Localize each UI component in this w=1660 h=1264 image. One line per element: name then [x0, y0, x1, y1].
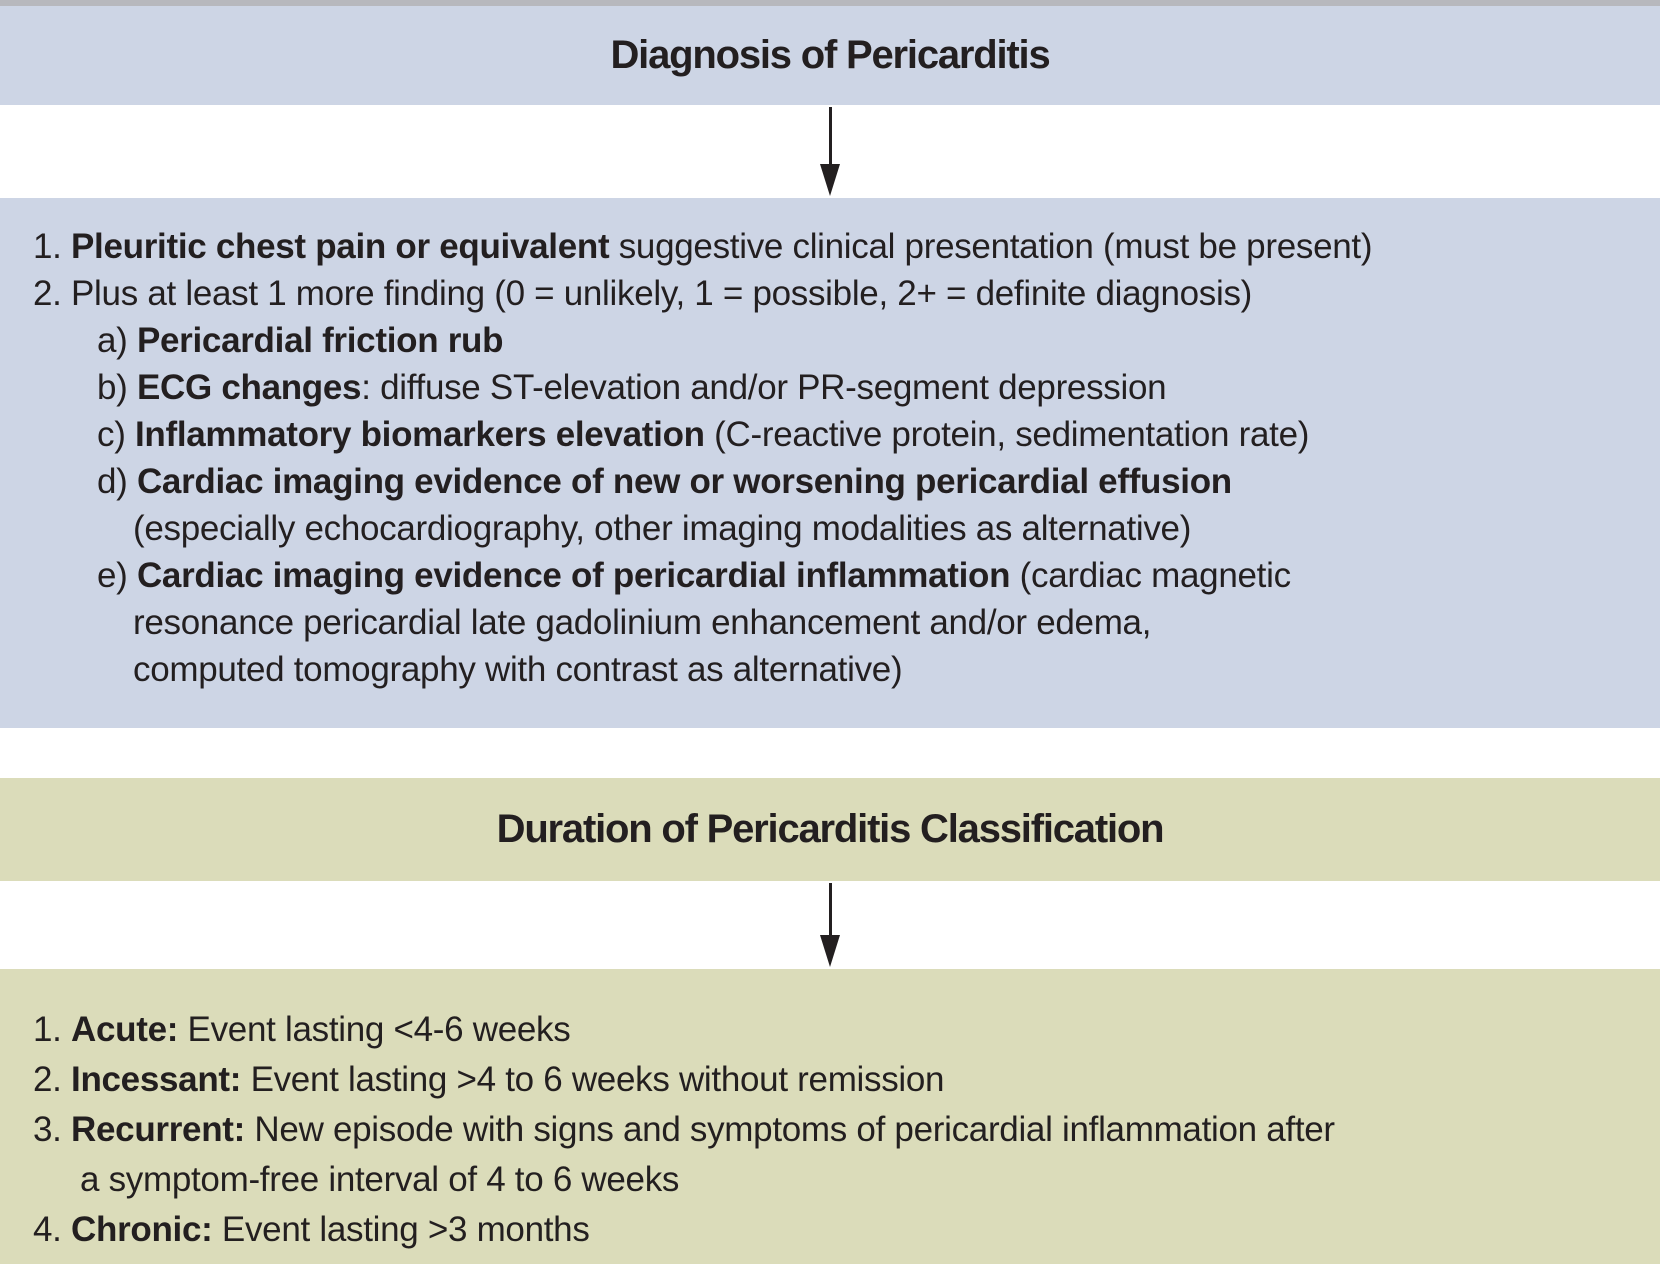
- arrow-head: [820, 935, 840, 967]
- bold-text-segment: Acute:: [71, 1010, 179, 1049]
- text-segment: 1.: [33, 227, 72, 266]
- duration-header-band: Duration of Pericarditis Classification: [0, 778, 1660, 881]
- diagnosis-title: Diagnosis of Pericarditis: [610, 33, 1050, 77]
- criteria-subitem-ecg-changes: b) ECG changes: diffuse ST-elevation and…: [33, 364, 1642, 411]
- bold-text-segment: Incessant:: [71, 1060, 242, 1099]
- classification-item-incessant: 2. Incessant: Event lasting >4 to 6 week…: [33, 1055, 1642, 1105]
- text-segment: resonance pericardial late gadolinium en…: [133, 603, 1152, 642]
- text-segment: Event lasting >3 months: [212, 1210, 590, 1249]
- text-segment: 1.: [33, 1010, 72, 1049]
- diagnosis-section: Diagnosis of Pericarditis 1. Pleuritic c…: [0, 6, 1660, 728]
- duration-title: Duration of Pericarditis Classification: [496, 807, 1165, 851]
- classification-item-chronic: 4. Chronic: Event lasting >3 months: [33, 1205, 1642, 1255]
- criteria-subitem-biomarkers: c) Inflammatory biomarkers elevation (C-…: [33, 411, 1642, 458]
- text-segment: computed tomography with contrast as alt…: [133, 650, 903, 689]
- text-segment: 3.: [33, 1110, 72, 1149]
- classification-item-recurrent: 3. Recurrent: New episode with signs and…: [33, 1105, 1642, 1155]
- text-segment: 2.: [33, 1060, 72, 1099]
- text-segment: Event lasting <4-6 weeks: [178, 1010, 571, 1049]
- bold-text-segment: Cardiac imaging evidence of new or worse…: [136, 462, 1232, 501]
- bold-text-segment: Chronic:: [71, 1210, 213, 1249]
- duration-arrow-gap: [0, 881, 1660, 969]
- text-segment: suggestive clinical presentation (must b…: [609, 227, 1373, 266]
- criteria-item-additional-finding: 2. Plus at least 1 more finding (0 = unl…: [33, 270, 1642, 317]
- criteria-subitem-inflammation-cont-2: computed tomography with contrast as alt…: [33, 646, 1642, 693]
- bold-text-segment: Pleuritic chest pain or equivalent: [71, 227, 610, 266]
- bold-text-segment: Pericardial friction rub: [136, 321, 504, 360]
- top-border-strip: [0, 0, 1660, 6]
- bold-text-segment: Cardiac imaging evidence of pericardial …: [136, 556, 1011, 595]
- text-segment: b): [97, 368, 137, 407]
- down-arrow-icon: [820, 105, 840, 196]
- criteria-subitem-effusion: d) Cardiac imaging evidence of new or wo…: [33, 458, 1642, 505]
- criteria-subitem-inflammation: e) Cardiac imaging evidence of pericardi…: [33, 552, 1642, 599]
- text-segment: (C-reactive protein, sedimentation rate): [704, 415, 1310, 454]
- classification-item-recurrent-cont: a symptom-free interval of 4 to 6 weeks: [33, 1155, 1642, 1205]
- diagnosis-header-band: Diagnosis of Pericarditis: [0, 6, 1660, 105]
- diagnosis-arrow-gap: [0, 105, 1660, 198]
- text-segment: 2. Plus at least 1 more finding (0 = unl…: [33, 274, 1253, 313]
- text-segment: d): [97, 462, 137, 501]
- bold-text-segment: Recurrent:: [71, 1110, 245, 1149]
- classification-item-acute: 1. Acute: Event lasting <4-6 weeks: [33, 1005, 1642, 1055]
- duration-section: Duration of Pericarditis Classification …: [0, 778, 1660, 1264]
- section-divider: [0, 728, 1660, 778]
- text-segment: c): [97, 415, 135, 454]
- duration-classification-list: 1. Acute: Event lasting <4-6 weeks 2. In…: [0, 969, 1660, 1264]
- down-arrow-icon: [820, 881, 840, 967]
- text-segment: 4.: [33, 1210, 72, 1249]
- text-segment: Event lasting >4 to 6 weeks without remi…: [241, 1060, 945, 1099]
- bold-text-segment: Inflammatory biomarkers elevation: [134, 415, 705, 454]
- text-segment: : diffuse ST-elevation and/or PR-segment…: [361, 368, 1167, 407]
- bold-text-segment: ECG changes: [136, 368, 362, 407]
- text-segment: (cardiac magnetic: [1010, 556, 1291, 595]
- text-segment: (especially echocardiography, other imag…: [133, 509, 1192, 548]
- arrow-head: [820, 164, 840, 196]
- text-segment: a): [97, 321, 137, 360]
- text-segment: e): [97, 556, 137, 595]
- arrow-shaft: [828, 107, 832, 164]
- criteria-subitem-effusion-cont: (especially echocardiography, other imag…: [33, 505, 1642, 552]
- arrow-shaft: [828, 883, 832, 935]
- text-segment: New episode with signs and symptoms of p…: [245, 1110, 1335, 1149]
- criteria-subitem-friction-rub: a) Pericardial friction rub: [33, 317, 1642, 364]
- criteria-item-chest-pain: 1. Pleuritic chest pain or equivalent su…: [33, 223, 1642, 270]
- text-segment: a symptom-free interval of 4 to 6 weeks: [80, 1160, 680, 1199]
- diagnosis-criteria-list: 1. Pleuritic chest pain or equivalent su…: [0, 198, 1660, 728]
- criteria-subitem-inflammation-cont-1: resonance pericardial late gadolinium en…: [33, 599, 1642, 646]
